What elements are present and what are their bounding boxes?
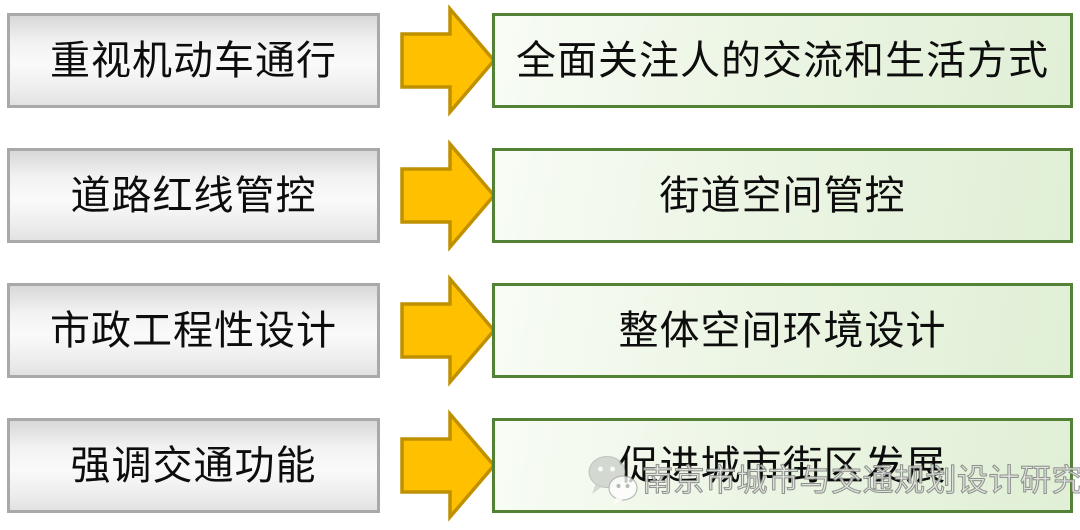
target-box: 整体空间环境设计 <box>492 283 1073 378</box>
diagram-row: 强调交通功能 促进城市街区发展 <box>0 409 1080 522</box>
target-box-label: 街道空间管控 <box>659 172 906 218</box>
source-box: 重视机动车通行 <box>7 13 380 108</box>
source-box: 强调交通功能 <box>7 418 380 513</box>
target-box-label: 整体空间环境设计 <box>618 307 947 353</box>
diagram-row: 重视机动车通行 全面关注人的交流和生活方式 <box>0 4 1080 117</box>
source-box-label: 重视机动车通行 <box>50 37 337 83</box>
source-box-label: 强调交通功能 <box>70 442 317 488</box>
right-arrow-icon <box>398 4 498 117</box>
source-box: 道路红线管控 <box>7 148 380 243</box>
source-box-label: 市政工程性设计 <box>50 307 337 353</box>
target-box: 街道空间管控 <box>492 148 1073 243</box>
right-arrow-icon <box>398 409 498 522</box>
source-box-label: 道路红线管控 <box>70 172 317 218</box>
target-box: 全面关注人的交流和生活方式 <box>492 13 1073 108</box>
right-arrow-icon <box>398 274 498 387</box>
source-box: 市政工程性设计 <box>7 283 380 378</box>
target-box-label: 全面关注人的交流和生活方式 <box>516 37 1049 83</box>
diagram-row: 道路红线管控 街道空间管控 <box>0 139 1080 252</box>
target-box-label: 促进城市街区发展 <box>618 442 947 488</box>
diagram-row: 市政工程性设计 整体空间环境设计 <box>0 274 1080 387</box>
target-box: 促进城市街区发展 <box>492 418 1073 513</box>
right-arrow-icon <box>398 139 498 252</box>
